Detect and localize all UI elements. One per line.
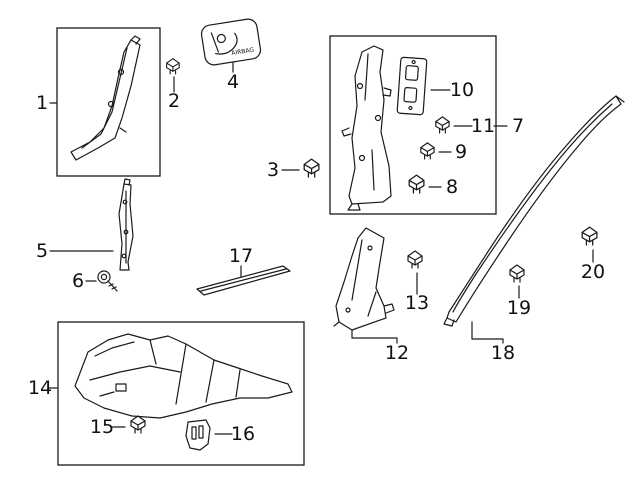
part-12-b-pillar-lower-trim[interactable] [333, 227, 395, 331]
leader-18 [471, 321, 504, 344]
callout-8[interactable]: 8 [446, 176, 458, 198]
part-18-scuff-plate[interactable] [443, 95, 625, 327]
callout-18[interactable]: 18 [491, 342, 515, 364]
part-6-screw[interactable] [97, 270, 118, 292]
part-4-airbag-badge[interactable]: AIRBAG [200, 18, 262, 66]
callout-20[interactable]: 20 [581, 261, 605, 283]
callout-4[interactable]: 4 [227, 71, 239, 93]
part-20-clip[interactable] [581, 226, 598, 246]
part-7-b-pillar-upper-trim[interactable] [341, 45, 392, 211]
part-8-clip[interactable] [408, 174, 425, 194]
callout-17[interactable]: 17 [229, 245, 253, 267]
callout-10[interactable]: 10 [450, 79, 474, 101]
group-box-part14 [57, 321, 305, 466]
part-17-sill-strip[interactable] [196, 265, 291, 296]
part-2-clip[interactable] [166, 58, 180, 75]
callout-2[interactable]: 2 [168, 90, 180, 112]
part-3-clip[interactable] [303, 158, 320, 178]
part-16-retainer[interactable] [185, 419, 211, 451]
part-1-a-pillar-upper-trim[interactable] [70, 35, 141, 161]
part-13-clip[interactable] [407, 250, 423, 269]
callout-6[interactable]: 6 [72, 270, 84, 292]
part-14-cowl-side-trim[interactable] [74, 333, 293, 419]
badge-text: AIRBAG [231, 46, 255, 57]
group-box-part7 [329, 35, 497, 215]
callout-12[interactable]: 12 [385, 342, 409, 364]
part-19-clip[interactable] [509, 264, 525, 283]
callout-13[interactable]: 13 [405, 292, 429, 314]
callout-19[interactable]: 19 [507, 297, 531, 319]
callout-5[interactable]: 5 [36, 240, 48, 262]
group-box-part1 [56, 27, 161, 177]
callout-11[interactable]: 11 [471, 115, 495, 137]
part-5-trim-strip[interactable] [118, 178, 134, 271]
leader-12 [351, 329, 398, 344]
callout-14[interactable]: 14 [28, 377, 52, 399]
part-10-bracket-plate[interactable] [396, 56, 428, 116]
callout-16[interactable]: 16 [231, 423, 255, 445]
callout-7[interactable]: 7 [512, 115, 524, 137]
callout-9[interactable]: 9 [455, 141, 467, 163]
callout-15[interactable]: 15 [90, 416, 114, 438]
callout-3[interactable]: 3 [267, 159, 279, 181]
part-11-clip[interactable] [435, 116, 450, 134]
part-9-clip[interactable] [420, 142, 435, 160]
callout-1[interactable]: 1 [36, 92, 48, 114]
part-15-clip[interactable] [130, 415, 146, 434]
